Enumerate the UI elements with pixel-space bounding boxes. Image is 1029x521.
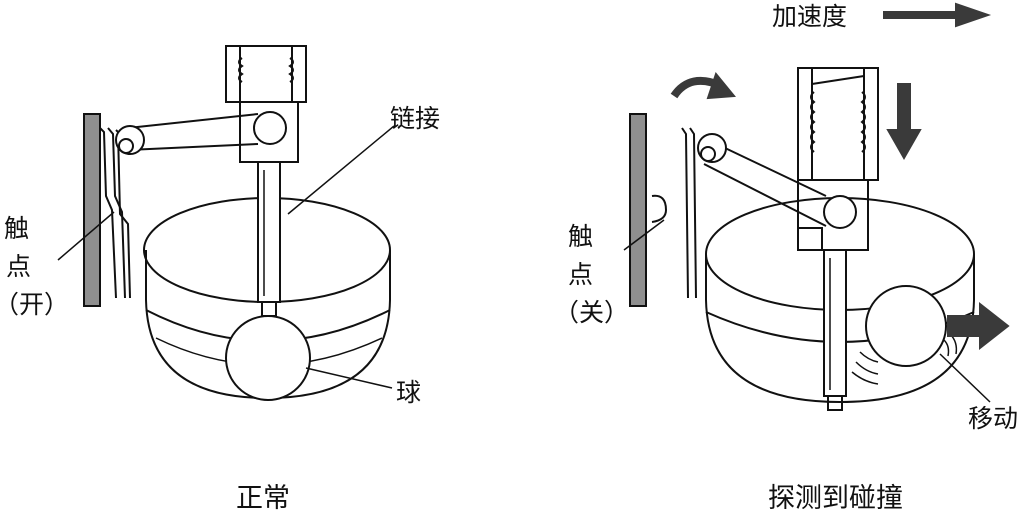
contact-state-closed: （关） — [554, 298, 630, 327]
movement-label: 移动 — [968, 404, 1019, 433]
spring-housing-right — [797, 67, 879, 181]
spring-housing-left — [225, 45, 307, 103]
contact-state-open: （开） — [0, 290, 70, 319]
wall-left — [83, 113, 101, 307]
ball-label: 球 — [396, 378, 422, 407]
contact-label-left-2: 点 — [6, 252, 32, 281]
collision-state-illustration — [623, 2, 1010, 411]
contact-label-right-2: 点 — [568, 260, 594, 289]
ball-left — [225, 315, 311, 401]
wall-right — [629, 113, 647, 307]
rod-left — [257, 161, 281, 303]
rod-right — [823, 249, 847, 397]
caption-collision-detected: 探测到碰撞 — [768, 483, 903, 514]
caption-normal: 正常 — [236, 483, 290, 514]
bowl-body-right — [705, 254, 975, 404]
ball-right — [865, 285, 947, 367]
contact-strip-left — [99, 127, 117, 299]
contact-label-left-1: 触 — [4, 214, 30, 243]
contact-strip-right — [681, 127, 689, 299]
acceleration-arrow — [883, 2, 992, 28]
linkage-arm-left — [127, 113, 259, 151]
acceleration-label: 加速度 — [772, 2, 848, 31]
down-arrow-icon — [897, 83, 911, 133]
normal-state-illustration — [57, 45, 395, 401]
movement-arrow-icon — [947, 301, 1010, 351]
contact-label-right-1: 触 — [568, 222, 594, 251]
linkage-label: 链接 — [390, 104, 441, 133]
